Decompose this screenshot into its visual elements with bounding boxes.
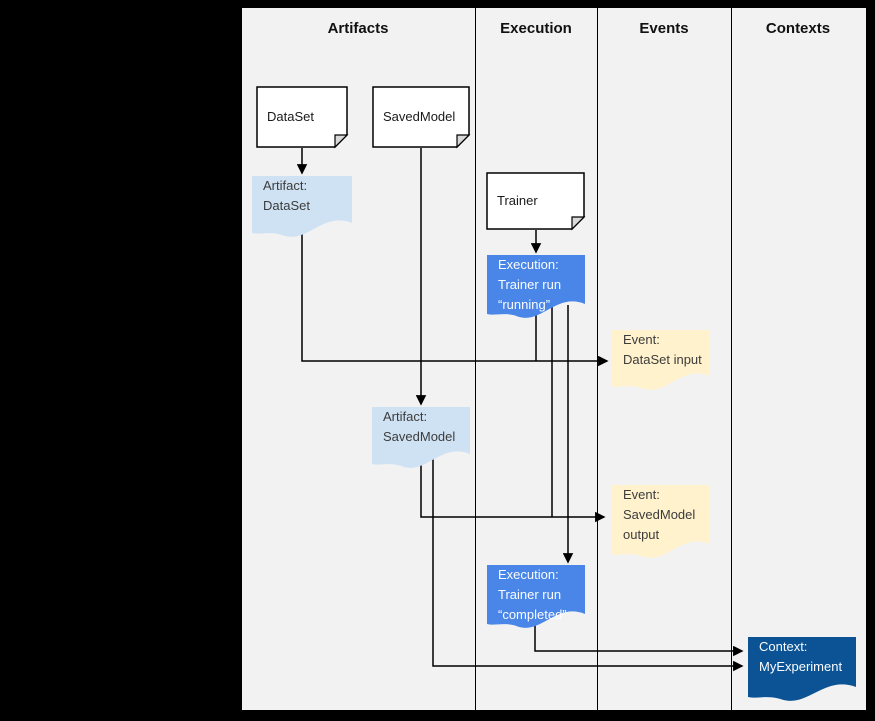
trainer-label: Trainer — [497, 193, 538, 208]
execution-completed-line1: Execution: — [498, 567, 559, 582]
context-line2: MyExperiment — [759, 659, 843, 674]
node-context-myexperiment: Context: MyExperiment — [748, 637, 856, 705]
artifact-savedmodel-line2: SavedModel — [383, 429, 456, 444]
node-execution-completed: Execution: Trainer run “completed” — [487, 565, 585, 632]
event-savedmodel-output-line3: output — [623, 527, 660, 542]
execution-completed-line2: Trainer run — [498, 587, 562, 602]
execution-completed-line3: “completed” — [498, 607, 567, 622]
node-artifact-dataset: Artifact: DataSet — [252, 176, 352, 241]
event-dataset-input-line1: Event: — [623, 332, 660, 347]
node-event-dataset-input: Event: DataSet input — [612, 330, 710, 394]
artifact-dataset-line1: Artifact: — [263, 178, 308, 193]
lane-header-execution: Execution — [500, 20, 572, 37]
edge-completed-to-context — [534, 616, 744, 657]
lane-dividers — [475, 8, 732, 710]
execution-running-line2: Trainer run — [498, 277, 562, 292]
lane-header-artifacts: Artifacts — [327, 20, 389, 37]
artifact-dataset-line2: DataSet — [263, 198, 310, 213]
event-savedmodel-output-line2: SavedModel — [623, 507, 696, 522]
event-dataset-input-line2: DataSet input — [623, 352, 702, 367]
node-event-savedmodel-output: Event: SavedModel output — [612, 485, 710, 562]
node-artifact-savedmodel: Artifact: SavedModel — [372, 407, 470, 472]
execution-running-line1: Execution: — [498, 257, 559, 272]
event-savedmodel-output-line1: Event: — [623, 487, 660, 502]
edge-artifact-savedmodel-to-context — [432, 456, 744, 672]
node-savedmodel-document: SavedModel — [372, 86, 471, 149]
node-dataset-document: DataSet — [256, 86, 349, 149]
savedmodel-label: SavedModel — [383, 109, 456, 124]
edge-to-event-savedmodel-output — [420, 456, 606, 523]
node-execution-running: Execution: Trainer run “running” — [487, 255, 585, 322]
edge-to-event-dataset-input — [301, 228, 609, 367]
lane-header-contexts: Contexts — [765, 20, 831, 37]
node-trainer-document: Trainer — [486, 172, 586, 231]
artifact-savedmodel-line1: Artifact: — [383, 409, 428, 424]
dataset-label: DataSet — [267, 109, 314, 124]
lane-header-events: Events — [639, 20, 689, 37]
execution-running-line3: “running” — [498, 297, 551, 312]
context-line1: Context: — [759, 639, 808, 654]
